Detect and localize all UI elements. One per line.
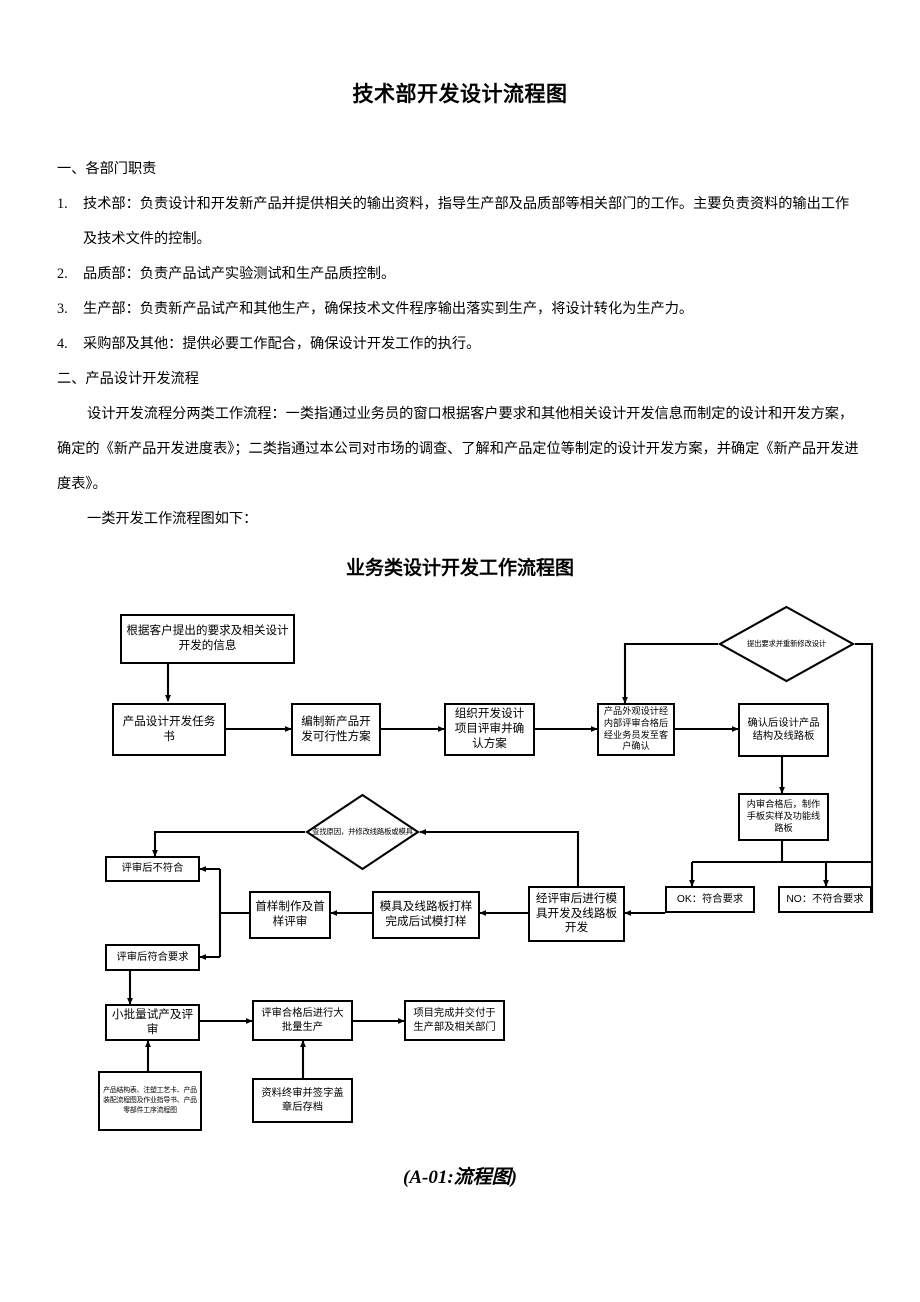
flow-node-mass-production[interactable]: 评审合格后进行大批量生产 [252, 1000, 353, 1041]
flow-node-label: 根据客户提出的要求及相关设计开发的信息 [126, 624, 289, 652]
flow-decision-find-cause[interactable]: 查找原因，并修改线路板或模具 [305, 793, 420, 871]
flow-node-label: 评审合格后进行大批量生产 [261, 1008, 344, 1033]
list-item: 4. 采购部及其他：提供必要工作配合，确保设计开发工作的执行。 [57, 327, 863, 362]
flow-node-confirm-structure[interactable]: 确认后设计产品结构及线路板 [738, 703, 829, 757]
list-item-text: 采购部及其他：提供必要工作配合，确保设计开发工作的执行。 [83, 336, 481, 352]
flow-node-label: 评审后符合要求 [116, 951, 189, 963]
flow-decision-label: 查找原因，并修改线路板或模具 [312, 826, 413, 836]
flow-node-label: 产品结构表、注塑工艺卡、产品装配流程图及作业指导书、产品零部件工序流程图 [103, 1087, 197, 1114]
flow-node-label: OK：符合要求 [676, 893, 744, 905]
flow-node-review-plan[interactable]: 组织开发设计项目评审并确认方案 [444, 703, 535, 756]
flow-node-ok-branch[interactable]: OK：符合要求 [665, 886, 755, 913]
page-title: 技术部开发设计流程图 [352, 83, 568, 106]
document-body: 一、各部门职责 1. 技术部：负责设计和开发新产品并提供相关的输出资料，指导生产… [57, 152, 863, 537]
flow-node-label: 内审合格后，制作手板实样及功能线路板 [746, 799, 821, 833]
flow-node-label: 确认后设计产品结构及线路板 [747, 717, 820, 742]
paragraph-chart-intro: 一类开发工作流程图如下： [87, 511, 258, 527]
flow-node-trial-mold[interactable]: 模具及线路板打样完成后试模打样 [372, 891, 480, 939]
flow-node-label: 产品设计开发任务书 [122, 714, 216, 743]
flow-node-label: 小批量试产及评审 [111, 1007, 194, 1036]
flow-node-label: 首样制作及首样评审 [255, 900, 325, 928]
flow-node-label: 模具及线路板打样完成后试模打样 [379, 900, 473, 928]
paragraph-process-overview: 设计开发流程分两类工作流程：一类指通过业务员的窗口根据客户要求和其他相关设计开发… [57, 406, 859, 492]
list-item-text: 品质部：负责产品试产实验测试和生产品质控制。 [83, 266, 396, 282]
flow-node-label: 资料终审并签字盖章后存档 [261, 1088, 344, 1113]
flow-node-feasibility[interactable]: 编制新产品开发可行性方案 [291, 703, 381, 756]
flow-node-label: NO：不符合要求 [786, 893, 864, 905]
flow-node-project-done[interactable]: 项目完成并交付于生产部及相关部门 [404, 1000, 505, 1041]
flow-node-review-pass[interactable]: 评审后符合要求 [105, 944, 200, 971]
list-item-number: 2. [57, 266, 68, 282]
figure-caption: (A-01:流程图) [403, 1167, 517, 1188]
list-item-text: 生产部：负责新产品试产和其他生产，确保技术文件程序输出落实到生产，将设计转化为生… [83, 301, 694, 317]
list-item: 1. 技术部：负责设计和开发新产品并提供相关的输出资料，指导生产部及品质部等相关… [57, 187, 863, 257]
flow-node-label: 编制新产品开发可行性方案 [301, 714, 371, 743]
list-item-number: 1. [57, 196, 68, 212]
flow-node-customer-req[interactable]: 根据客户提出的要求及相关设计开发的信息 [120, 614, 295, 664]
flowchart-heading: 业务类设计开发工作流程图 [345, 558, 574, 579]
flow-decision-label: 提出要求并重新修改设计 [746, 638, 827, 648]
flow-node-label: 评审后不符合 [121, 863, 184, 875]
flow-node-small-batch[interactable]: 小批量试产及评审 [105, 1004, 200, 1041]
flow-node-mold-dev[interactable]: 经评审后进行模具开发及线路板开发 [528, 886, 625, 942]
flow-node-archive[interactable]: 资料终审并签字盖章后存档 [252, 1078, 353, 1123]
list-item: 3. 生产部：负责新产品试产和其他生产，确保技术文件程序输出落实到生产，将设计转… [57, 292, 863, 327]
section-heading-2: 二、产品设计开发流程 [57, 371, 199, 387]
list-item-text: 技术部：负责设计和开发新产品并提供相关的输出资料，指导生产部及品质部等相关部门的… [83, 196, 850, 247]
flow-node-first-sample[interactable]: 首样制作及首样评审 [249, 891, 331, 939]
flow-node-label: 经评审后进行模具开发及线路板开发 [535, 891, 618, 935]
flow-node-task-book[interactable]: 产品设计开发任务书 [112, 703, 226, 756]
flow-node-review-fail[interactable]: 评审后不符合 [105, 856, 200, 882]
flow-node-label: 组织开发设计项目评审并确认方案 [454, 707, 525, 750]
flow-node-documents[interactable]: 产品结构表、注塑工艺卡、产品装配流程图及作业指导书、产品零部件工序流程图 [98, 1071, 202, 1131]
flow-decision-revise-design[interactable]: 提出要求并重新修改设计 [718, 605, 855, 683]
flow-node-no-branch[interactable]: NO：不符合要求 [778, 886, 872, 913]
section-heading-1: 一、各部门职责 [57, 161, 157, 177]
flow-node-handboard[interactable]: 内审合格后，制作手板实样及功能线路板 [738, 793, 829, 841]
list-item: 2. 品质部：负责产品试产实验测试和生产品质控制。 [57, 257, 863, 292]
list-item-number: 3. [57, 301, 68, 317]
flow-node-label: 项目完成并交付于生产部及相关部门 [413, 1008, 496, 1033]
flow-node-appearance-review[interactable]: 产品外观设计经内部评审合格后经业务员发至客户确认 [597, 703, 675, 756]
list-item-number: 4. [57, 336, 68, 352]
flow-node-label: 产品外观设计经内部评审合格后经业务员发至客户确认 [603, 705, 669, 752]
